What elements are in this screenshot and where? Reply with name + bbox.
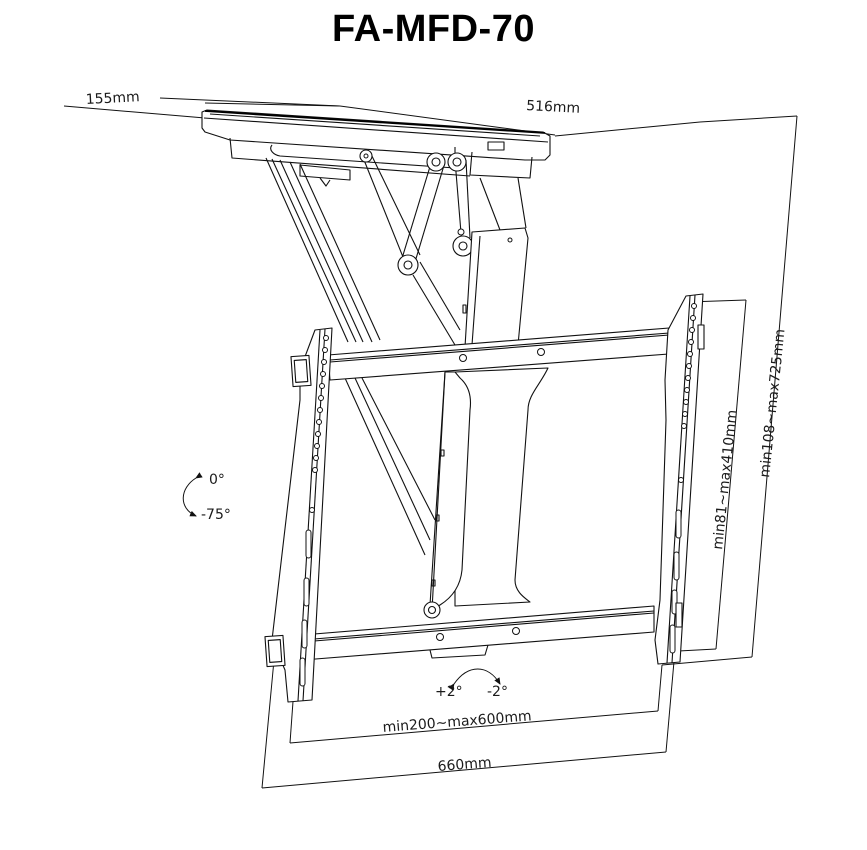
vesa-horizontal-label: min200~max600mm: [382, 708, 532, 736]
tilt-lower-label: -75°: [201, 507, 231, 523]
scissor-linkage: [359, 149, 527, 346]
vertical-column: [462, 227, 529, 348]
tilt-upper-label: 0°: [209, 472, 225, 488]
tilt-arrow: [182, 472, 203, 517]
ceiling-plate: [201, 109, 551, 187]
total-width-label: 660mm: [437, 755, 492, 775]
vesa-vertical-label: min81~max410mm: [710, 409, 741, 550]
bottom-horizontal-bar: [301, 605, 655, 661]
left-bracket-holes: [299, 335, 329, 687]
swivel-left-label: +2°: [435, 684, 463, 700]
center-spine: [423, 367, 549, 619]
swivel-arrow: [448, 668, 501, 691]
width-top-label: 516mm: [526, 98, 581, 117]
product-title: FA-MFD-70: [332, 8, 535, 50]
right-vertical-bracket: [654, 293, 705, 665]
right-bracket-holes: [669, 303, 697, 654]
depth-label: 155mm: [85, 89, 140, 108]
total-height-label: min108~max725mm: [757, 328, 789, 478]
left-vertical-bracket: [264, 327, 333, 703]
left-support-arms: [265, 157, 436, 556]
swivel-right-label: -2°: [487, 684, 508, 700]
